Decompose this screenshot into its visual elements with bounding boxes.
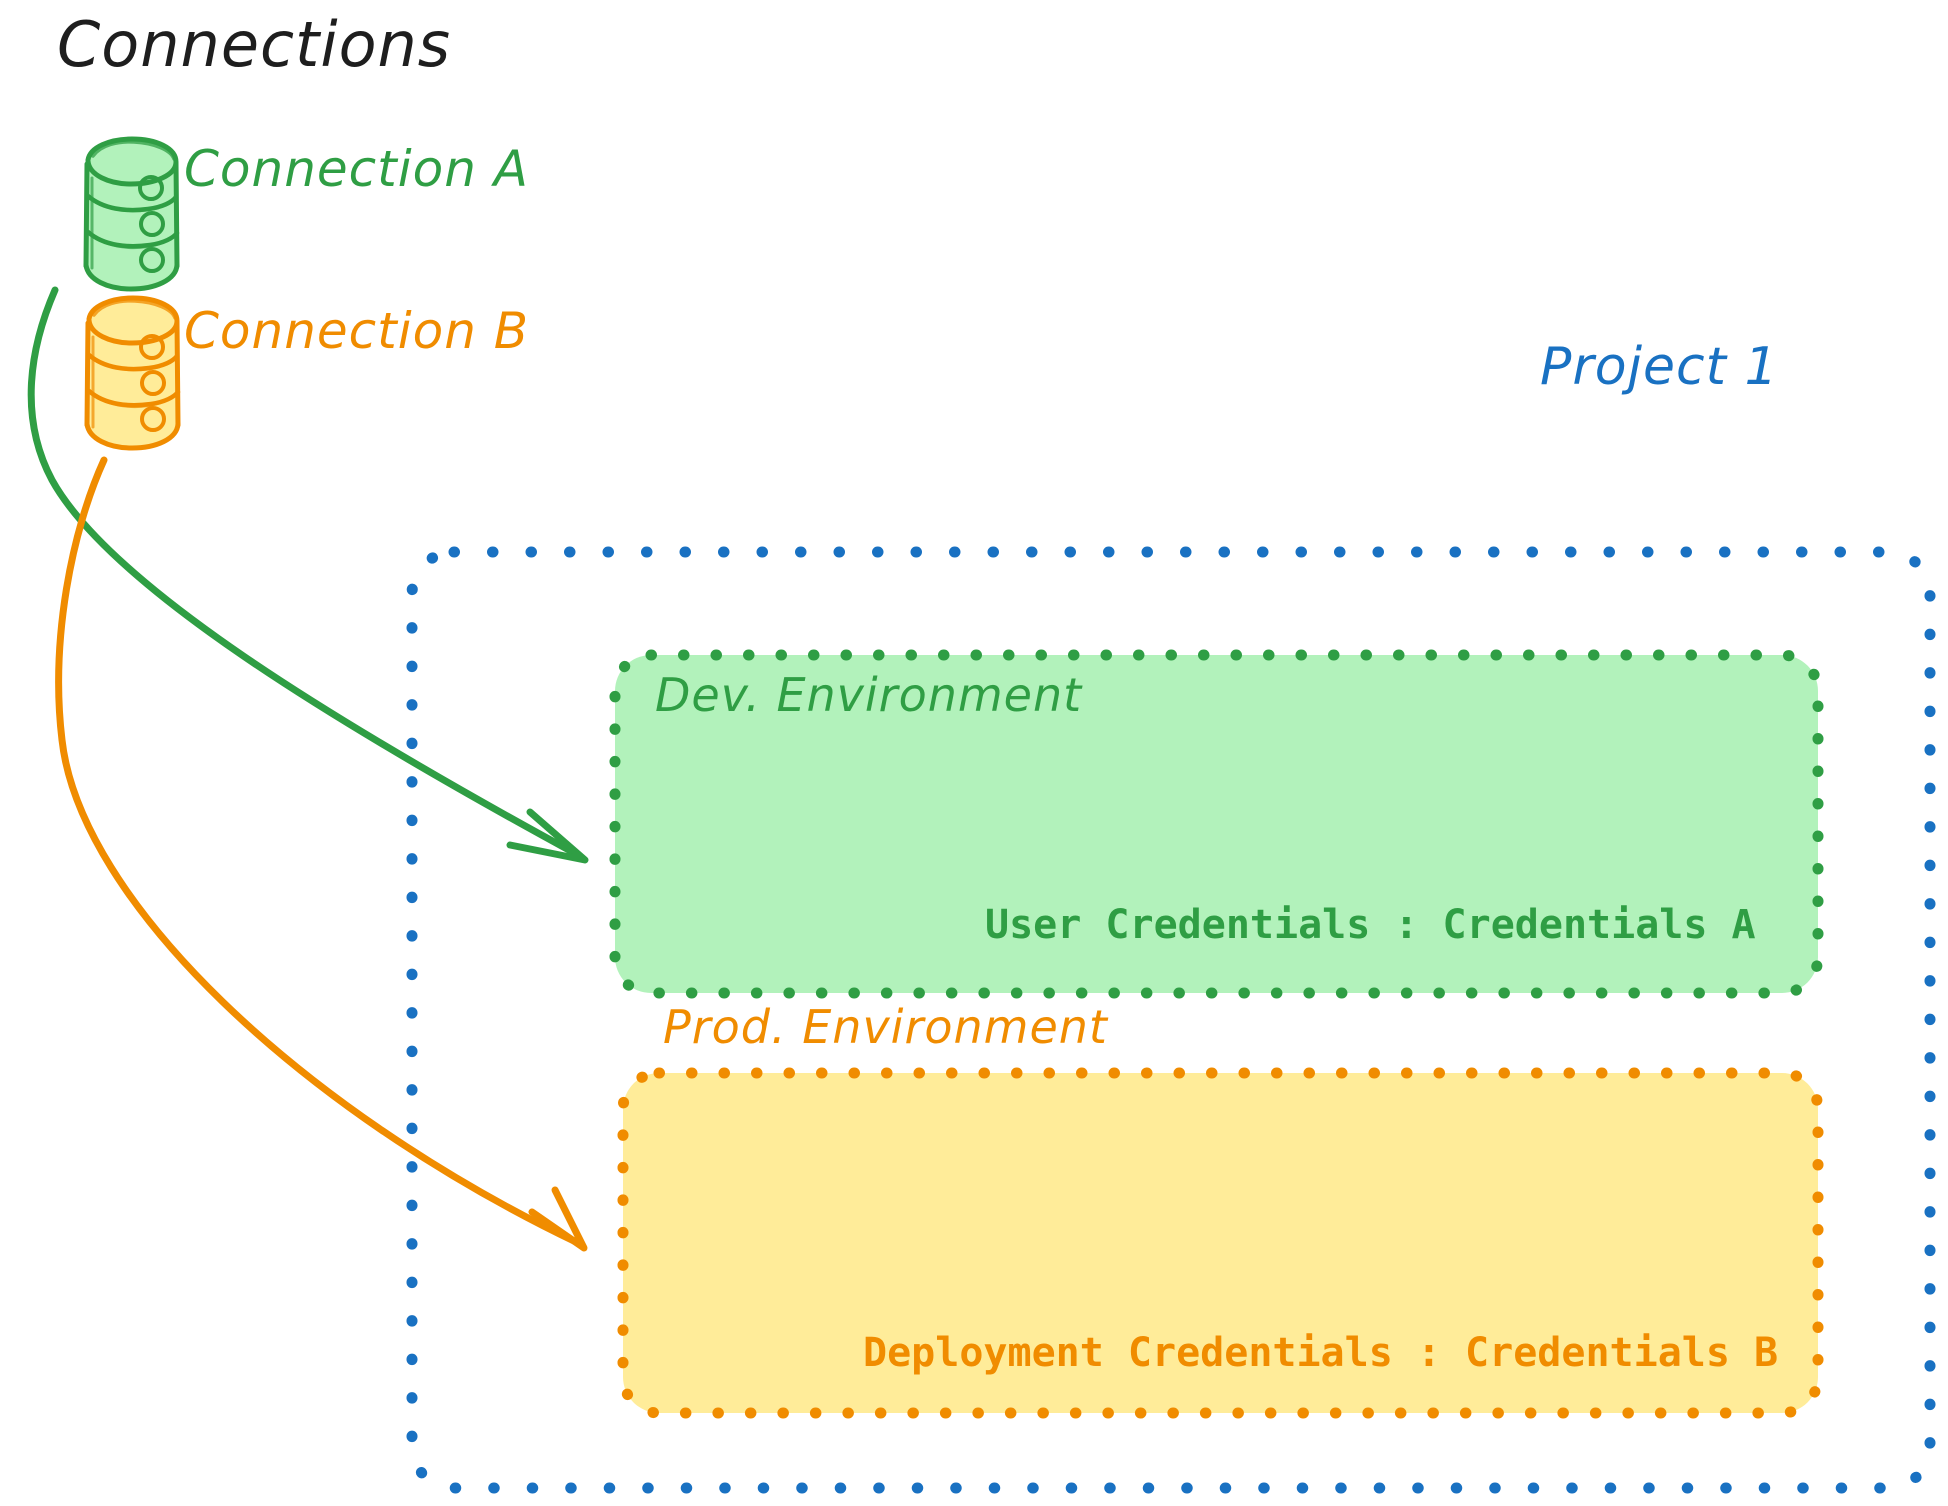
arrow-connection-a-to-dev	[27, 286, 589, 864]
project-boundary-dotted-rect	[406, 546, 1936, 1494]
dev-environment-box[interactable]	[609, 649, 1824, 999]
arrow-connection-b-to-prod	[55, 456, 588, 1252]
database-cylinder-icon-connection-a[interactable]	[83, 136, 180, 292]
database-cylinder-icon-connection-b[interactable]	[84, 295, 181, 451]
prod-environment-box[interactable]	[617, 1067, 1824, 1419]
